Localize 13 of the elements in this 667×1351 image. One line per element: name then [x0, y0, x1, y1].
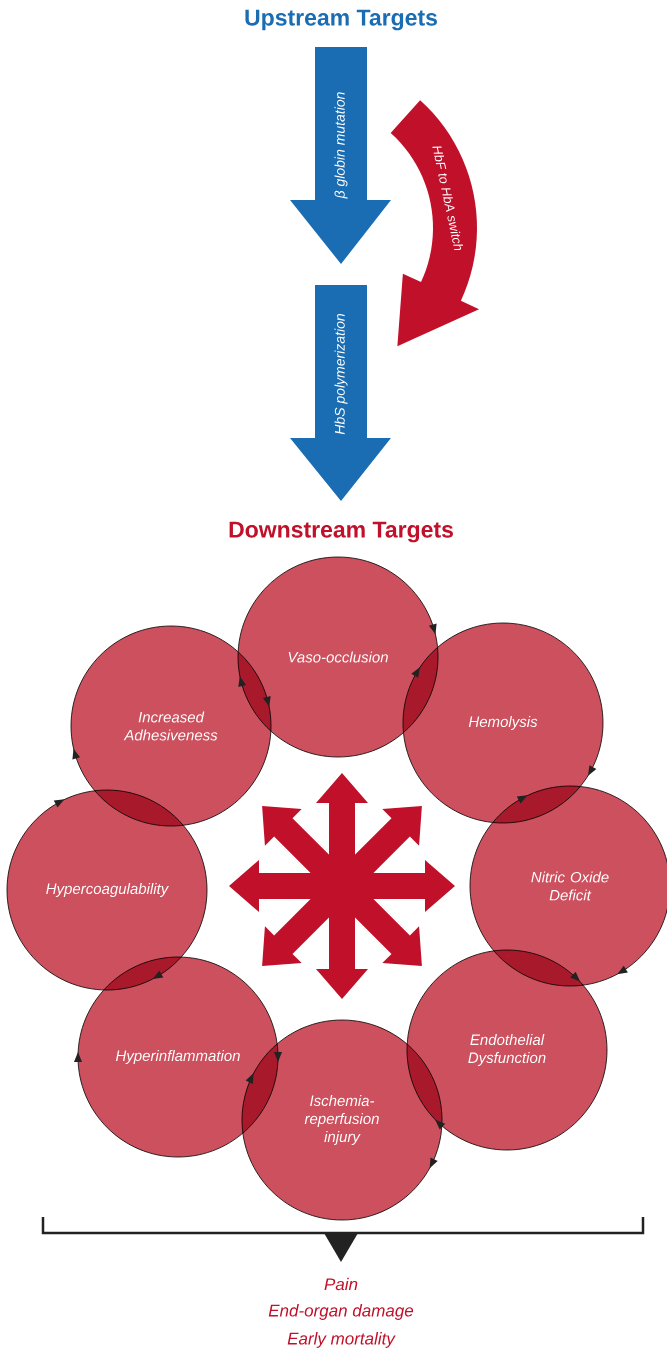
circle-node: Hypercoagulability	[6, 789, 208, 991]
circle-node: Endothelial Dysfunction	[406, 949, 608, 1151]
circle-node: Vaso-occlusion	[237, 556, 439, 758]
circle-node: Hemolysis	[402, 622, 604, 824]
heading: Downstream Targets	[229, 521, 453, 543]
heading: Upstream Targets	[245, 9, 437, 31]
circle-node: Ischemia-reperfusion injury	[241, 1019, 443, 1221]
circle-node: Increased Adhesiveness	[70, 625, 272, 827]
circle-node: Nitric Oxide Deficit	[469, 785, 667, 987]
circle-node: Hyperinflammation	[77, 956, 279, 1158]
outcome-text: Early mortality	[287, 1332, 396, 1348]
outcome-text: End-organ damage	[268, 1304, 414, 1320]
outcome-text: Pain	[324, 1277, 358, 1291]
